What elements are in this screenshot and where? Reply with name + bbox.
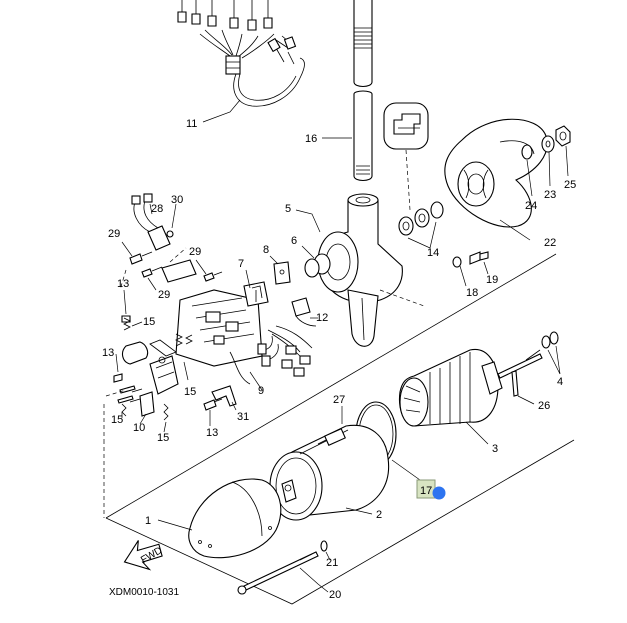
spring-15d[interactable] (163, 403, 169, 433)
seal-17[interactable] (391, 459, 421, 481)
connector-plate[interactable] (161, 247, 197, 283)
callout-26[interactable]: 26 (538, 400, 550, 412)
callout-3[interactable]: 3 (492, 443, 498, 455)
oil-seals[interactable] (398, 201, 444, 249)
screw-13c[interactable] (203, 398, 223, 426)
bracket-8[interactable] (269, 255, 291, 285)
through-bolt[interactable] (237, 551, 329, 595)
callout-labels: 11 16 25 23 24 30 28 5 29 6 22 29 8 14 7… (102, 118, 576, 601)
callout-12[interactable]: 12 (316, 312, 328, 324)
armature[interactable] (398, 348, 543, 445)
callout-29b[interactable]: 29 (189, 246, 201, 258)
callout-15a[interactable]: 15 (143, 316, 155, 328)
callout-19[interactable]: 19 (486, 274, 498, 286)
screw-29b[interactable] (195, 259, 223, 282)
screw-13b[interactable] (113, 353, 123, 383)
callout-17: 17 (420, 485, 432, 497)
brush-holder-left[interactable] (121, 339, 179, 395)
fwd-label: FWD (139, 545, 164, 566)
selection-marker-icon (432, 486, 446, 500)
callout-13c[interactable]: 13 (206, 427, 218, 439)
bolt-washer-18[interactable] (452, 256, 467, 287)
brush-10[interactable] (139, 391, 155, 425)
callout-29a[interactable]: 29 (108, 228, 120, 240)
callout-20[interactable]: 20 (329, 589, 341, 601)
clamp-inset (383, 102, 429, 211)
callout-11[interactable]: 11 (186, 118, 197, 130)
motor-assembly-boundary-bottom (105, 439, 575, 605)
thrust-washers[interactable] (541, 331, 561, 375)
callout-30[interactable]: 30 (171, 194, 183, 206)
callout-4[interactable]: 4 (557, 376, 563, 388)
bolt-19[interactable] (469, 251, 489, 275)
callout-10[interactable]: 10 (133, 422, 145, 434)
alignment-line-housing (379, 289, 425, 307)
callout-31[interactable]: 31 (237, 411, 249, 423)
callout-15d[interactable]: 15 (157, 432, 169, 444)
callout-25[interactable]: 25 (564, 179, 576, 191)
pin-26[interactable] (511, 370, 535, 405)
callout-28[interactable]: 28 (151, 203, 163, 215)
callout-15c[interactable]: 15 (111, 414, 123, 426)
drawing-code: XDM0010-1031 (109, 587, 179, 598)
callout-1[interactable]: 1 (145, 515, 151, 527)
screw-29a[interactable] (121, 241, 153, 265)
callout-29c[interactable]: 29 (158, 289, 170, 301)
bracket-28[interactable] (131, 193, 171, 251)
bracket-31[interactable] (211, 385, 237, 411)
callout-27[interactable]: 27 (333, 394, 345, 406)
prop-spacer[interactable] (521, 144, 533, 197)
lower-housing[interactable] (295, 193, 403, 347)
prop-nut[interactable] (555, 125, 571, 177)
switch-wiring[interactable] (257, 315, 317, 377)
callout-14[interactable]: 14 (427, 247, 439, 259)
callout-6[interactable]: 6 (291, 235, 297, 247)
fwd-arrow-icon: FWD (123, 540, 164, 571)
callout-18[interactable]: 18 (466, 287, 478, 299)
washer-21[interactable] (320, 540, 331, 561)
nose-cone[interactable] (157, 478, 282, 559)
wiring-harness[interactable] (177, 0, 305, 123)
callout-24[interactable]: 24 (525, 200, 537, 212)
screw-13a[interactable] (121, 289, 131, 323)
callout-23[interactable]: 23 (544, 189, 556, 201)
spring-15c[interactable] (121, 403, 127, 418)
pins[interactable] (117, 385, 143, 404)
spring-15a[interactable] (123, 317, 143, 331)
prop-washer[interactable] (541, 135, 555, 187)
callout-13a[interactable]: 13 (117, 278, 129, 290)
spring-15b[interactable] (175, 333, 193, 381)
cylinder-12[interactable] (291, 297, 318, 319)
screw-30[interactable] (166, 203, 177, 238)
callout-22[interactable]: 22 (544, 237, 556, 249)
alignment-line-pins (105, 269, 127, 397)
callout-15b[interactable]: 15 (184, 386, 196, 398)
callout-21[interactable]: 21 (326, 557, 338, 569)
callout-17-selected[interactable]: 17 (416, 479, 446, 500)
motor-assembly-boundary-top (105, 253, 557, 519)
steering-shaft[interactable] (322, 0, 373, 182)
bushing-6[interactable] (301, 245, 331, 278)
callout-16[interactable]: 16 (305, 133, 317, 145)
callout-5[interactable]: 5 (285, 203, 291, 215)
callout-9[interactable]: 9 (258, 385, 264, 397)
callout-7[interactable]: 7 (238, 258, 244, 270)
screw-29c[interactable] (141, 266, 163, 291)
controller-assembly[interactable] (175, 269, 269, 391)
propeller[interactable] (444, 118, 548, 241)
callout-2[interactable]: 2 (376, 509, 382, 521)
callout-13b[interactable]: 13 (102, 347, 114, 359)
motor-housing[interactable] (269, 424, 390, 521)
callout-8[interactable]: 8 (263, 244, 269, 256)
